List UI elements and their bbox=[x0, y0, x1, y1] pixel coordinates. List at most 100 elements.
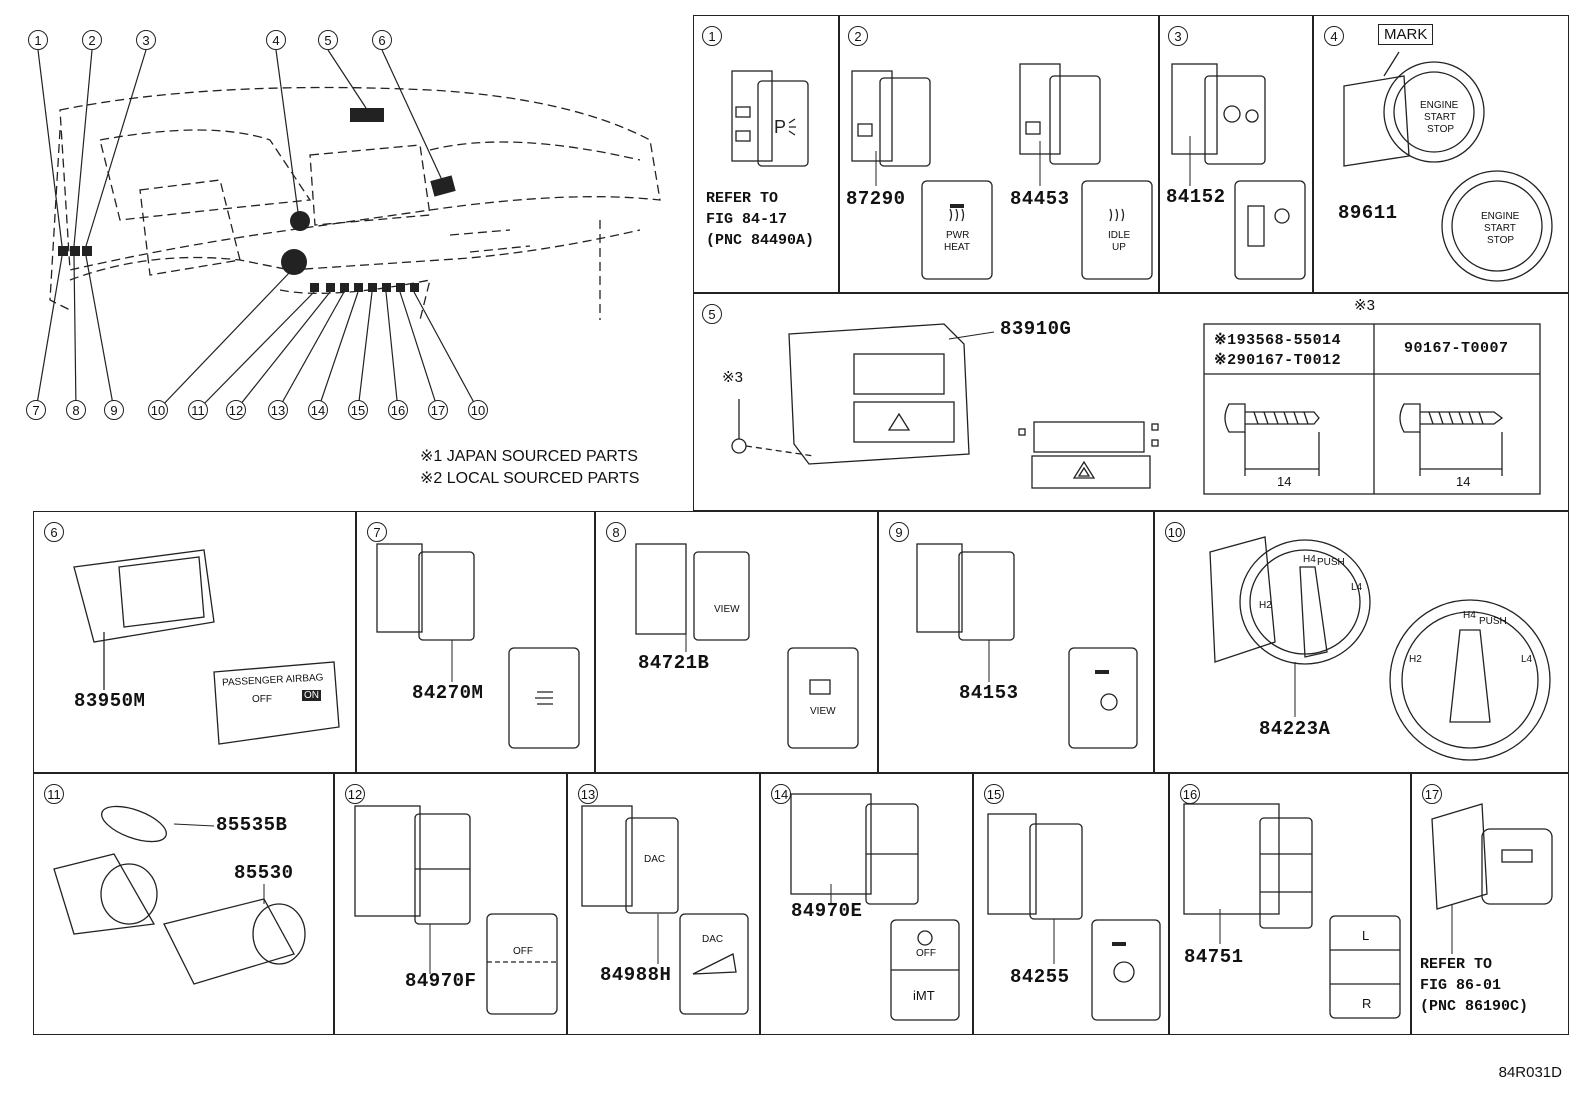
up-label: UP bbox=[1112, 242, 1126, 253]
callout-1: 1 bbox=[28, 30, 48, 50]
pwr-label: PWR bbox=[946, 230, 970, 241]
screw-pn-3: 90167-T0007 bbox=[1404, 340, 1509, 357]
panel-1: 1 P REFER TO FIG 84-17 (PNC 84490A) bbox=[693, 15, 839, 293]
callout-2: 2 bbox=[82, 30, 102, 50]
panel-14: 14 OFF iMT 84970E bbox=[760, 773, 973, 1035]
part-number-84751: 84751 bbox=[1184, 946, 1244, 968]
callout-5: 5 bbox=[318, 30, 338, 50]
panel-12: 12 OFF 84970F bbox=[334, 773, 567, 1035]
mark-label: MARK bbox=[1378, 24, 1434, 45]
part-number-89611: 89611 bbox=[1338, 202, 1398, 224]
panel-7: 7 84270M bbox=[356, 511, 595, 773]
btn-start-b: START bbox=[1484, 223, 1516, 234]
panel-number: 4 bbox=[1324, 26, 1344, 46]
panel-number: 6 bbox=[44, 522, 64, 542]
switch-drawing bbox=[1183, 803, 1401, 1019]
screw-pn-1: ※193568-55014 bbox=[1214, 332, 1342, 349]
panel-11: 11 85535B 85530 bbox=[33, 773, 334, 1035]
idle-label: IDLE bbox=[1108, 230, 1131, 241]
panel-15: 15 84255 bbox=[973, 773, 1169, 1035]
airbag-on: ON bbox=[302, 690, 321, 701]
refer-text: REFER TO FIG 84-17 (PNC 84490A) bbox=[706, 190, 815, 249]
part-number-84223A: 84223A bbox=[1259, 718, 1331, 740]
view-label: VIEW bbox=[810, 706, 836, 717]
l4-label-b: L4 bbox=[1521, 654, 1533, 665]
part-number-83950M: 83950M bbox=[74, 690, 146, 712]
panel-number: 5 bbox=[702, 304, 722, 324]
airbag-indicator-drawing bbox=[73, 549, 340, 745]
panel-number: 1 bbox=[702, 26, 722, 46]
part-number-83910G: 83910G bbox=[1000, 318, 1072, 340]
callout-15: 15 bbox=[348, 400, 368, 420]
panel-8: 8 VIEW VIEW 84721B bbox=[595, 511, 878, 773]
callout-10: 10 bbox=[148, 400, 168, 420]
callout-11: 11 bbox=[188, 400, 208, 420]
switch-drawing bbox=[635, 543, 859, 749]
panel-number: 11 bbox=[44, 784, 64, 804]
switch-drawing: P bbox=[731, 70, 809, 167]
figure-id: 84R031D bbox=[1498, 1064, 1562, 1081]
start-button-drawing bbox=[1343, 51, 1553, 282]
panel-number: 15 bbox=[984, 784, 1004, 804]
note-japan-sourced: ※1 JAPAN SOURCED PARTS bbox=[420, 448, 638, 465]
seat-r-label: R bbox=[1362, 996, 1372, 1011]
btn-engine: ENGINE bbox=[1420, 100, 1459, 111]
panel-number: 14 bbox=[771, 784, 791, 804]
panel-number: 9 bbox=[889, 522, 909, 542]
callout-14: 14 bbox=[308, 400, 328, 420]
part-number-85535B: 85535B bbox=[216, 814, 288, 836]
dashboard-drawing bbox=[35, 49, 661, 411]
h4-label: H4 bbox=[1303, 554, 1316, 565]
hazard-panel-drawing bbox=[731, 323, 1541, 495]
panel-10: 10 H4 H2 L4 PUSH H4 H2 L4 PUSH 84223A bbox=[1154, 511, 1569, 773]
btn-start: START bbox=[1424, 112, 1456, 123]
switch-drawing bbox=[790, 793, 960, 1021]
part-number-84970F: 84970F bbox=[405, 970, 477, 992]
callout-note-3: ※3 bbox=[1354, 297, 1375, 314]
callout-8: 8 bbox=[66, 400, 86, 420]
h2-label: H2 bbox=[1259, 600, 1272, 611]
switch-drawing bbox=[916, 543, 1138, 749]
callout-13: 13 bbox=[268, 400, 288, 420]
push-label: PUSH bbox=[1317, 557, 1345, 568]
imt-label: iMT bbox=[913, 988, 935, 1003]
callout-10b: 10 bbox=[468, 400, 488, 420]
callout-9: 9 bbox=[104, 400, 124, 420]
btn-engine-b: ENGINE bbox=[1481, 211, 1520, 222]
panel-5: 5 ※3 83910G ※3 ※19356 bbox=[693, 293, 1569, 511]
seat-l-label: L bbox=[1362, 928, 1370, 943]
switch-drawing bbox=[987, 813, 1161, 1021]
part-number-84152: 84152 bbox=[1166, 186, 1226, 208]
dimension-a: 14 bbox=[1277, 474, 1292, 489]
btn-stop: STOP bbox=[1427, 124, 1455, 135]
callout-7: 7 bbox=[26, 400, 46, 420]
callout-12: 12 bbox=[226, 400, 246, 420]
panel-13: 13 DAC DAC 84988H bbox=[567, 773, 760, 1035]
refer-text: REFER TO FIG 86-01 (PNC 86190C) bbox=[1420, 956, 1529, 1015]
svg-text:P: P bbox=[774, 117, 786, 137]
panel-2: 2 87290 84453 PWR HEAT IDLE UP bbox=[839, 15, 1159, 293]
dimension-b: 14 bbox=[1456, 474, 1471, 489]
h2-label-b: H2 bbox=[1409, 654, 1422, 665]
callout-4: 4 bbox=[266, 30, 286, 50]
callout-17: 17 bbox=[428, 400, 448, 420]
note-local-sourced: ※2 LOCAL SOURCED PARTS bbox=[420, 470, 640, 487]
panel-number: 3 bbox=[1168, 26, 1188, 46]
panel-number: 8 bbox=[606, 522, 626, 542]
h4-label-b: H4 bbox=[1463, 610, 1476, 621]
panel-17: 17 REFER TO FIG 86-01 (PNC 86190C) bbox=[1411, 773, 1569, 1035]
part-number-84270M: 84270M bbox=[412, 682, 484, 704]
dashboard-overview: 1 2 3 4 5 6 7 8 9 10 11 12 13 14 15 16 1… bbox=[10, 20, 670, 490]
part-number-85530: 85530 bbox=[234, 862, 294, 884]
switch-drawing bbox=[851, 63, 1153, 280]
dac-label-small: DAC bbox=[644, 854, 666, 865]
panel-9: 9 84153 bbox=[878, 511, 1154, 773]
panel-16: 16 L R 84751 bbox=[1169, 773, 1411, 1035]
btn-stop-b: STOP bbox=[1487, 235, 1515, 246]
part-number-84453: 84453 bbox=[1010, 188, 1070, 210]
panel-number: 10 bbox=[1165, 522, 1185, 542]
off-label: OFF bbox=[916, 948, 936, 959]
heat-label: HEAT bbox=[944, 242, 970, 253]
part-number-84988H: 84988H bbox=[600, 964, 672, 986]
view-label-small: VIEW bbox=[714, 604, 740, 615]
